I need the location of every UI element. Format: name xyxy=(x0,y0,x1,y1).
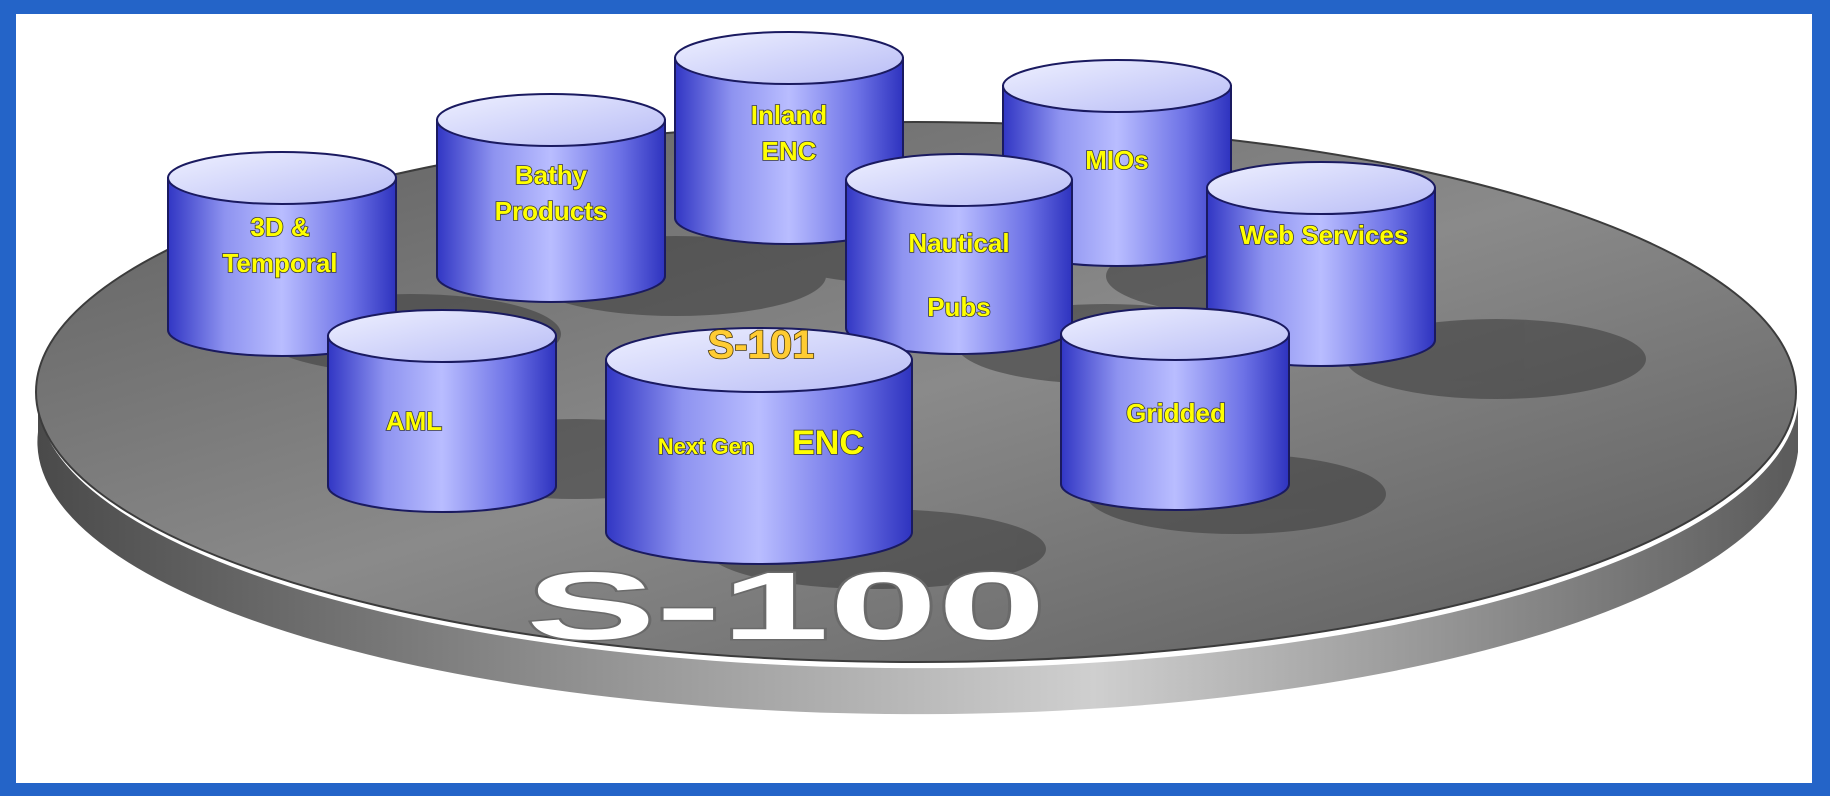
cylinder-bathy-products: Bathy Products xyxy=(436,93,666,303)
label-s101: S-101 xyxy=(708,323,815,367)
label-temporal: Temporal xyxy=(222,248,337,278)
label-enc-big: ENC xyxy=(792,424,864,462)
label-next-gen: Next Gen xyxy=(658,434,755,459)
label-pubs: Pubs xyxy=(927,292,991,322)
platform-label-s100: S-100 xyxy=(526,553,1046,660)
label-mios: MIOs xyxy=(1085,145,1149,175)
label-nautical: Nautical xyxy=(908,228,1009,258)
label-enc: ENC xyxy=(762,136,817,166)
label-web-services: Web Services xyxy=(1240,220,1409,250)
cylinder-gridded: Gridded xyxy=(1060,307,1290,511)
label-gridded: Gridded xyxy=(1126,398,1226,428)
cylinder-aml: AML xyxy=(327,309,557,513)
s100-diagram: Inland ENC MIOs Bathy Products 3D & xyxy=(35,31,1798,715)
label-inland: Inland xyxy=(751,100,828,130)
slide-canvas: Inland ENC MIOs Bathy Products 3D & xyxy=(16,14,1812,783)
label-bathy: Bathy xyxy=(515,160,588,190)
label-products: Products xyxy=(495,196,608,226)
label-aml: AML xyxy=(386,406,442,436)
cylinder-nautical-pubs: Nautical Pubs xyxy=(845,153,1073,355)
cylinder-next-gen-enc: S-101 Next Gen ENC xyxy=(605,322,913,565)
label-3d: 3D & xyxy=(250,212,309,242)
